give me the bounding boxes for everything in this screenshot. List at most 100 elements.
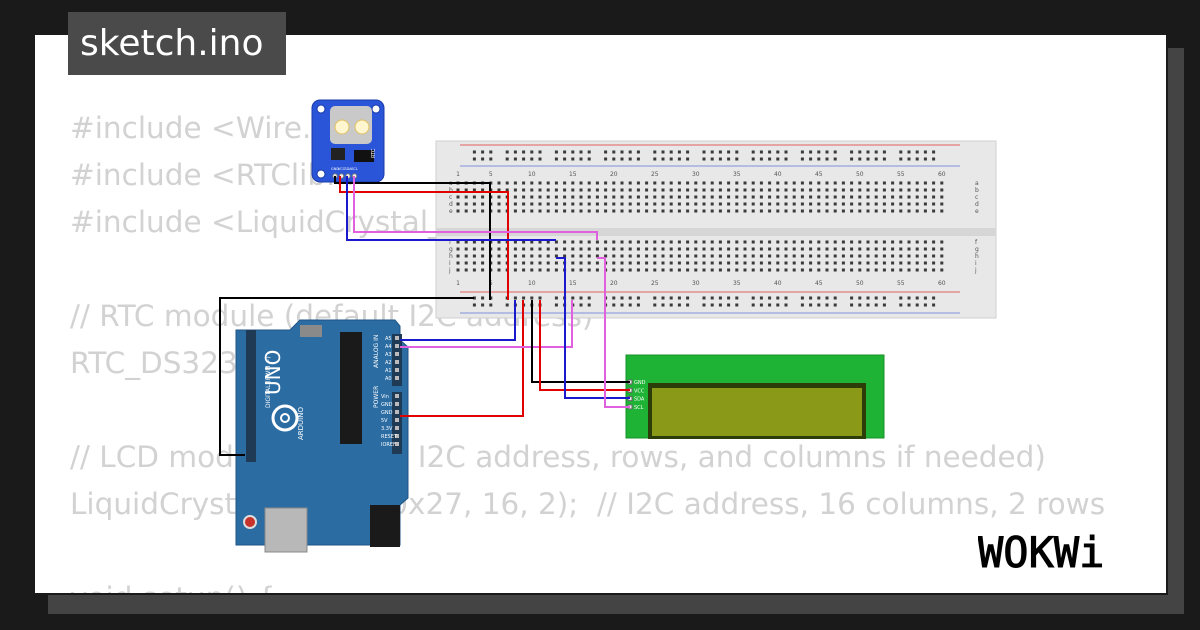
- breadboard-row-label: f: [975, 239, 978, 246]
- breadboard-col-label: 15: [569, 280, 577, 287]
- breadboard-row-label: j: [448, 267, 451, 274]
- arduino-pin: [395, 336, 399, 340]
- wire-rtc-vcc: [339, 176, 509, 300]
- breadboard-col-label: 25: [651, 171, 659, 178]
- breadboard-row-label: c: [449, 194, 452, 201]
- breadboard-col-label: 20: [610, 280, 618, 287]
- code-line: void setup() {: [70, 575, 1105, 593]
- power-label: POWER: [373, 386, 380, 408]
- wire-arduino-5v: [400, 300, 524, 417]
- wire-arduino-a4: [400, 300, 516, 341]
- arduino-pin-label: Vin: [381, 394, 389, 400]
- wire-lcd-scl: [597, 257, 630, 408]
- breadboard-col-label: 15: [569, 171, 577, 178]
- arduino-pin-label: 5V: [381, 418, 388, 424]
- breadboard-col-label: 60: [938, 280, 946, 287]
- wire-rtc-gnd: [334, 176, 491, 300]
- lcd-display: GND VCC SDA SCL: [625, 354, 885, 439]
- arduino-pin: [395, 368, 399, 372]
- breadboard-col-label: 10: [528, 280, 536, 287]
- arduino-pin: [395, 426, 399, 430]
- arduino-pin-label: 3.3V: [381, 426, 393, 432]
- analog-label: ANALOG IN: [373, 335, 380, 368]
- wire-rtc-sda: [346, 176, 556, 241]
- breadboard-col-label: 20: [610, 171, 618, 178]
- arduino-pin-label: IOREF: [381, 442, 396, 448]
- arduino-uno: UNO ARDUINO DIGITAL (PWM ~) ANALOG IN PO…: [235, 319, 409, 553]
- breadboard-row-label: h: [975, 253, 979, 260]
- breadboard-row-label: i: [975, 260, 977, 267]
- arduino-pin-label: GND: [381, 410, 393, 416]
- rtc-label: RTC: [371, 148, 377, 158]
- arduino-pin-label: A3: [385, 352, 392, 358]
- breadboard-col-label: 40: [774, 171, 782, 178]
- breadboard-row-label: g: [975, 246, 979, 253]
- wires: [219, 176, 630, 456]
- breadboard-col-label: 45: [815, 280, 823, 287]
- arduino-pin-label: A0: [385, 376, 392, 382]
- breadboard-row-label: d: [975, 201, 979, 208]
- breadboard-row-label: e: [975, 208, 979, 215]
- breadboard-row-label: b: [449, 187, 453, 194]
- breadboard: 1155101015152020252530303535404045455050…: [435, 140, 997, 319]
- file-tab[interactable]: sketch.ino: [68, 12, 286, 75]
- arduino-pin: [395, 418, 399, 422]
- lcd-pin-label: VCC: [634, 388, 645, 394]
- digital-label: DIGITAL (PWM ~): [265, 356, 272, 408]
- arduino-pin-label: RESET: [381, 434, 398, 440]
- rtc-pin-label: SCL: [351, 167, 358, 171]
- breadboard-row-label: b: [975, 187, 979, 194]
- breadboard-col-label: 40: [774, 280, 782, 287]
- breadboard-row-label: i: [449, 260, 451, 267]
- arduino-pin-label: A1: [385, 368, 392, 374]
- wire-lcd-vcc: [539, 300, 630, 391]
- breadboard-col-label: 1: [456, 280, 460, 287]
- breadboard-col-label: 10: [528, 171, 536, 178]
- breadboard-col-label: 50: [856, 280, 864, 287]
- breadboard-col-label: 60: [938, 171, 946, 178]
- arduino-pin-label: A5: [385, 336, 392, 342]
- breadboard-row-label: c: [975, 194, 978, 201]
- breadboard-col-label: 5: [489, 171, 493, 178]
- arduino-pin: [395, 434, 399, 438]
- breadboard-col-label: 35: [733, 171, 741, 178]
- arduino-pin: [395, 402, 399, 406]
- arduino-model: UNO: [261, 350, 285, 395]
- arduino-pin: [395, 394, 399, 398]
- arduino-pin: [395, 352, 399, 356]
- breadboard-col-label: 30: [692, 171, 700, 178]
- wire-arduino-gnd: [219, 297, 474, 456]
- rtc-pin-label: SDA: [344, 167, 352, 171]
- breadboard-row-label: a: [975, 180, 979, 187]
- breadboard-col-label: 45: [815, 171, 823, 178]
- breadboard-row-label: d: [449, 201, 453, 208]
- arduino-pin-label: A2: [385, 360, 392, 366]
- arduino-brand: ARDUINO: [297, 407, 305, 440]
- arduino-pin: [395, 376, 399, 380]
- arduino-pin: [395, 344, 399, 348]
- arduino-pin-label: GND: [381, 402, 393, 408]
- breadboard-col-label: 1: [456, 171, 460, 178]
- breadboard-col-label: 25: [651, 280, 659, 287]
- breadboard-col-label: 50: [856, 171, 864, 178]
- file-tab-label: sketch.ino: [80, 23, 264, 64]
- wire-rtc-scl: [353, 176, 598, 240]
- lcd-pin-label: SDA: [634, 397, 645, 403]
- arduino-pin: [395, 360, 399, 364]
- breadboard-row-label: g: [449, 246, 453, 253]
- lcd-pin-label: SCL: [634, 405, 644, 411]
- arduino-pin: [395, 442, 399, 446]
- wokwi-logo-text: WOKWi: [978, 528, 1104, 575]
- rtc-pin-label: VCC: [338, 167, 346, 171]
- breadboard-row-label: j: [974, 267, 977, 274]
- rtc-pin-label: GND: [331, 167, 339, 171]
- wire-lcd-sda: [556, 257, 630, 399]
- lcd-pin-label: GND: [634, 380, 646, 386]
- breadboard-col-label: 30: [692, 280, 700, 287]
- breadboard-row-label: e: [449, 208, 453, 215]
- arduino-pin-label: A4: [385, 344, 392, 350]
